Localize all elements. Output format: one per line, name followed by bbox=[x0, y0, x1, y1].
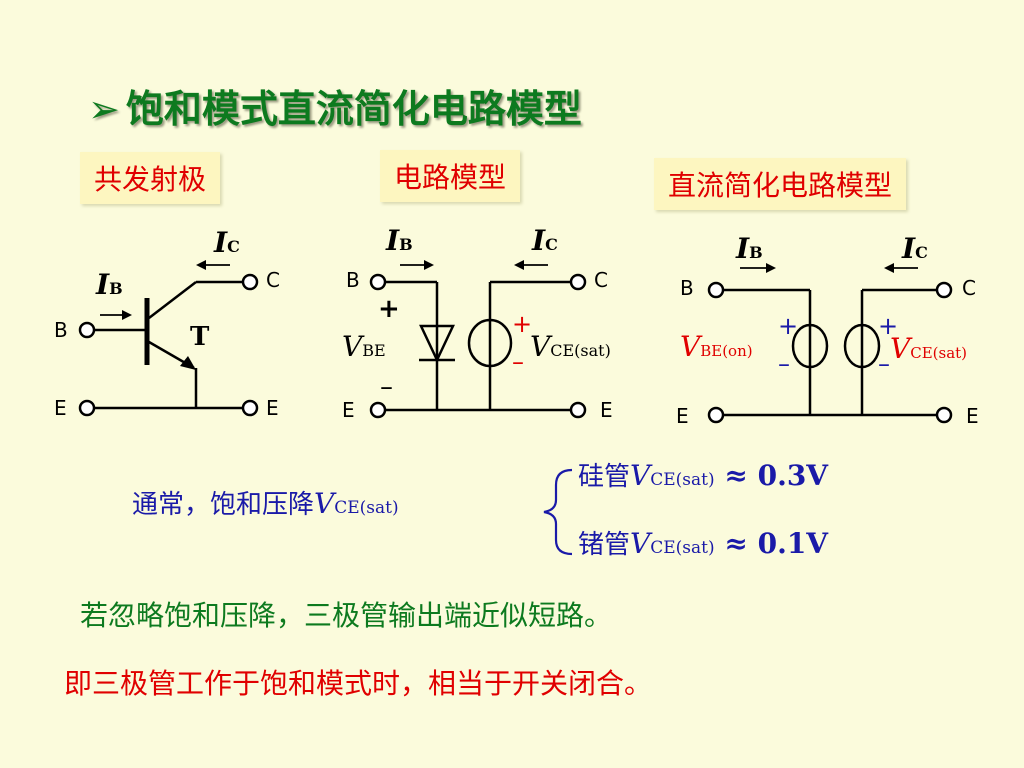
note-line-1: 若忽略饱和压降，三极管输出端近似短路。 bbox=[80, 599, 613, 632]
c2-vbe-label: VBE bbox=[342, 330, 386, 363]
c2-terminal-c: C bbox=[594, 268, 608, 292]
c3-terminal-c: C bbox=[962, 276, 976, 300]
c3-vbe-label: VBE(on) bbox=[680, 330, 753, 363]
c2-terminal-b: B bbox=[346, 268, 360, 292]
label-common-emitter: 共发射极 bbox=[80, 152, 221, 204]
formula-lead: 通常，饱和压降VCE(sat) bbox=[132, 487, 399, 520]
c2-ic-label: IC bbox=[532, 224, 558, 257]
c2-vce-label: VCE(sat) bbox=[530, 330, 611, 363]
c2-ib-label: IB bbox=[386, 224, 413, 257]
label-circuit-model: 电路模型 bbox=[380, 150, 521, 202]
formula-germanium: 锗管VCE(sat) ≈ 0.1V bbox=[578, 527, 829, 560]
c3-plus2: + bbox=[878, 312, 899, 340]
c1-ic-label: IC bbox=[214, 226, 240, 259]
c1-terminal-b: B bbox=[54, 318, 68, 342]
c2-minus: – bbox=[380, 372, 393, 402]
c1-ib-label: IB bbox=[96, 268, 123, 301]
c1-terminal-c: C bbox=[266, 268, 280, 292]
circuit2-wires bbox=[369, 273, 587, 419]
emitter-arrow-icon bbox=[180, 356, 196, 370]
c3-terminal-e-left: E bbox=[676, 404, 689, 428]
c1-terminal-e-left: E bbox=[54, 396, 67, 420]
c2-terminal-e-left: E bbox=[342, 398, 355, 422]
c3-minus1: – bbox=[778, 350, 790, 378]
c1-transistor-label: T bbox=[190, 322, 210, 352]
brace-icon bbox=[543, 468, 573, 556]
label-dc-model: 直流简化电路模型 bbox=[654, 158, 907, 210]
c2-terminal-e-right: E bbox=[600, 398, 613, 422]
diode-icon bbox=[419, 324, 455, 363]
c3-plus1: + bbox=[778, 312, 799, 340]
slide-title: ➢饱和模式直流简化电路模型 bbox=[88, 78, 582, 133]
note-line-2: 即三极管工作于饱和模式时，相当于开关闭合。 bbox=[64, 667, 653, 700]
c3-vce-label: VCE(sat) bbox=[890, 332, 968, 365]
c3-ib-label: IB bbox=[736, 232, 763, 265]
vce-source-icon bbox=[843, 323, 881, 369]
c3-ic-label: IC bbox=[902, 232, 928, 265]
slide-title-text: 饱和模式直流简化电路模型 bbox=[125, 87, 582, 131]
c2-src-plus: + bbox=[512, 310, 533, 338]
c3-terminal-b: B bbox=[680, 276, 694, 300]
c3-minus2: – bbox=[878, 350, 890, 378]
c2-src-minus: – bbox=[512, 348, 524, 376]
bullet-arrow-icon: ➢ bbox=[88, 87, 120, 131]
circuit1-wires bbox=[78, 273, 259, 417]
vbe-source-icon bbox=[791, 323, 829, 369]
formula-silicon: 硅管VCE(sat) ≈ 0.3V bbox=[578, 459, 829, 492]
voltage-source-icon bbox=[467, 318, 513, 368]
circuit3-wires bbox=[707, 281, 953, 424]
c2-plus: + bbox=[378, 294, 400, 324]
c1-terminal-e-right: E bbox=[266, 396, 279, 420]
c3-terminal-e-right: E bbox=[966, 404, 979, 428]
